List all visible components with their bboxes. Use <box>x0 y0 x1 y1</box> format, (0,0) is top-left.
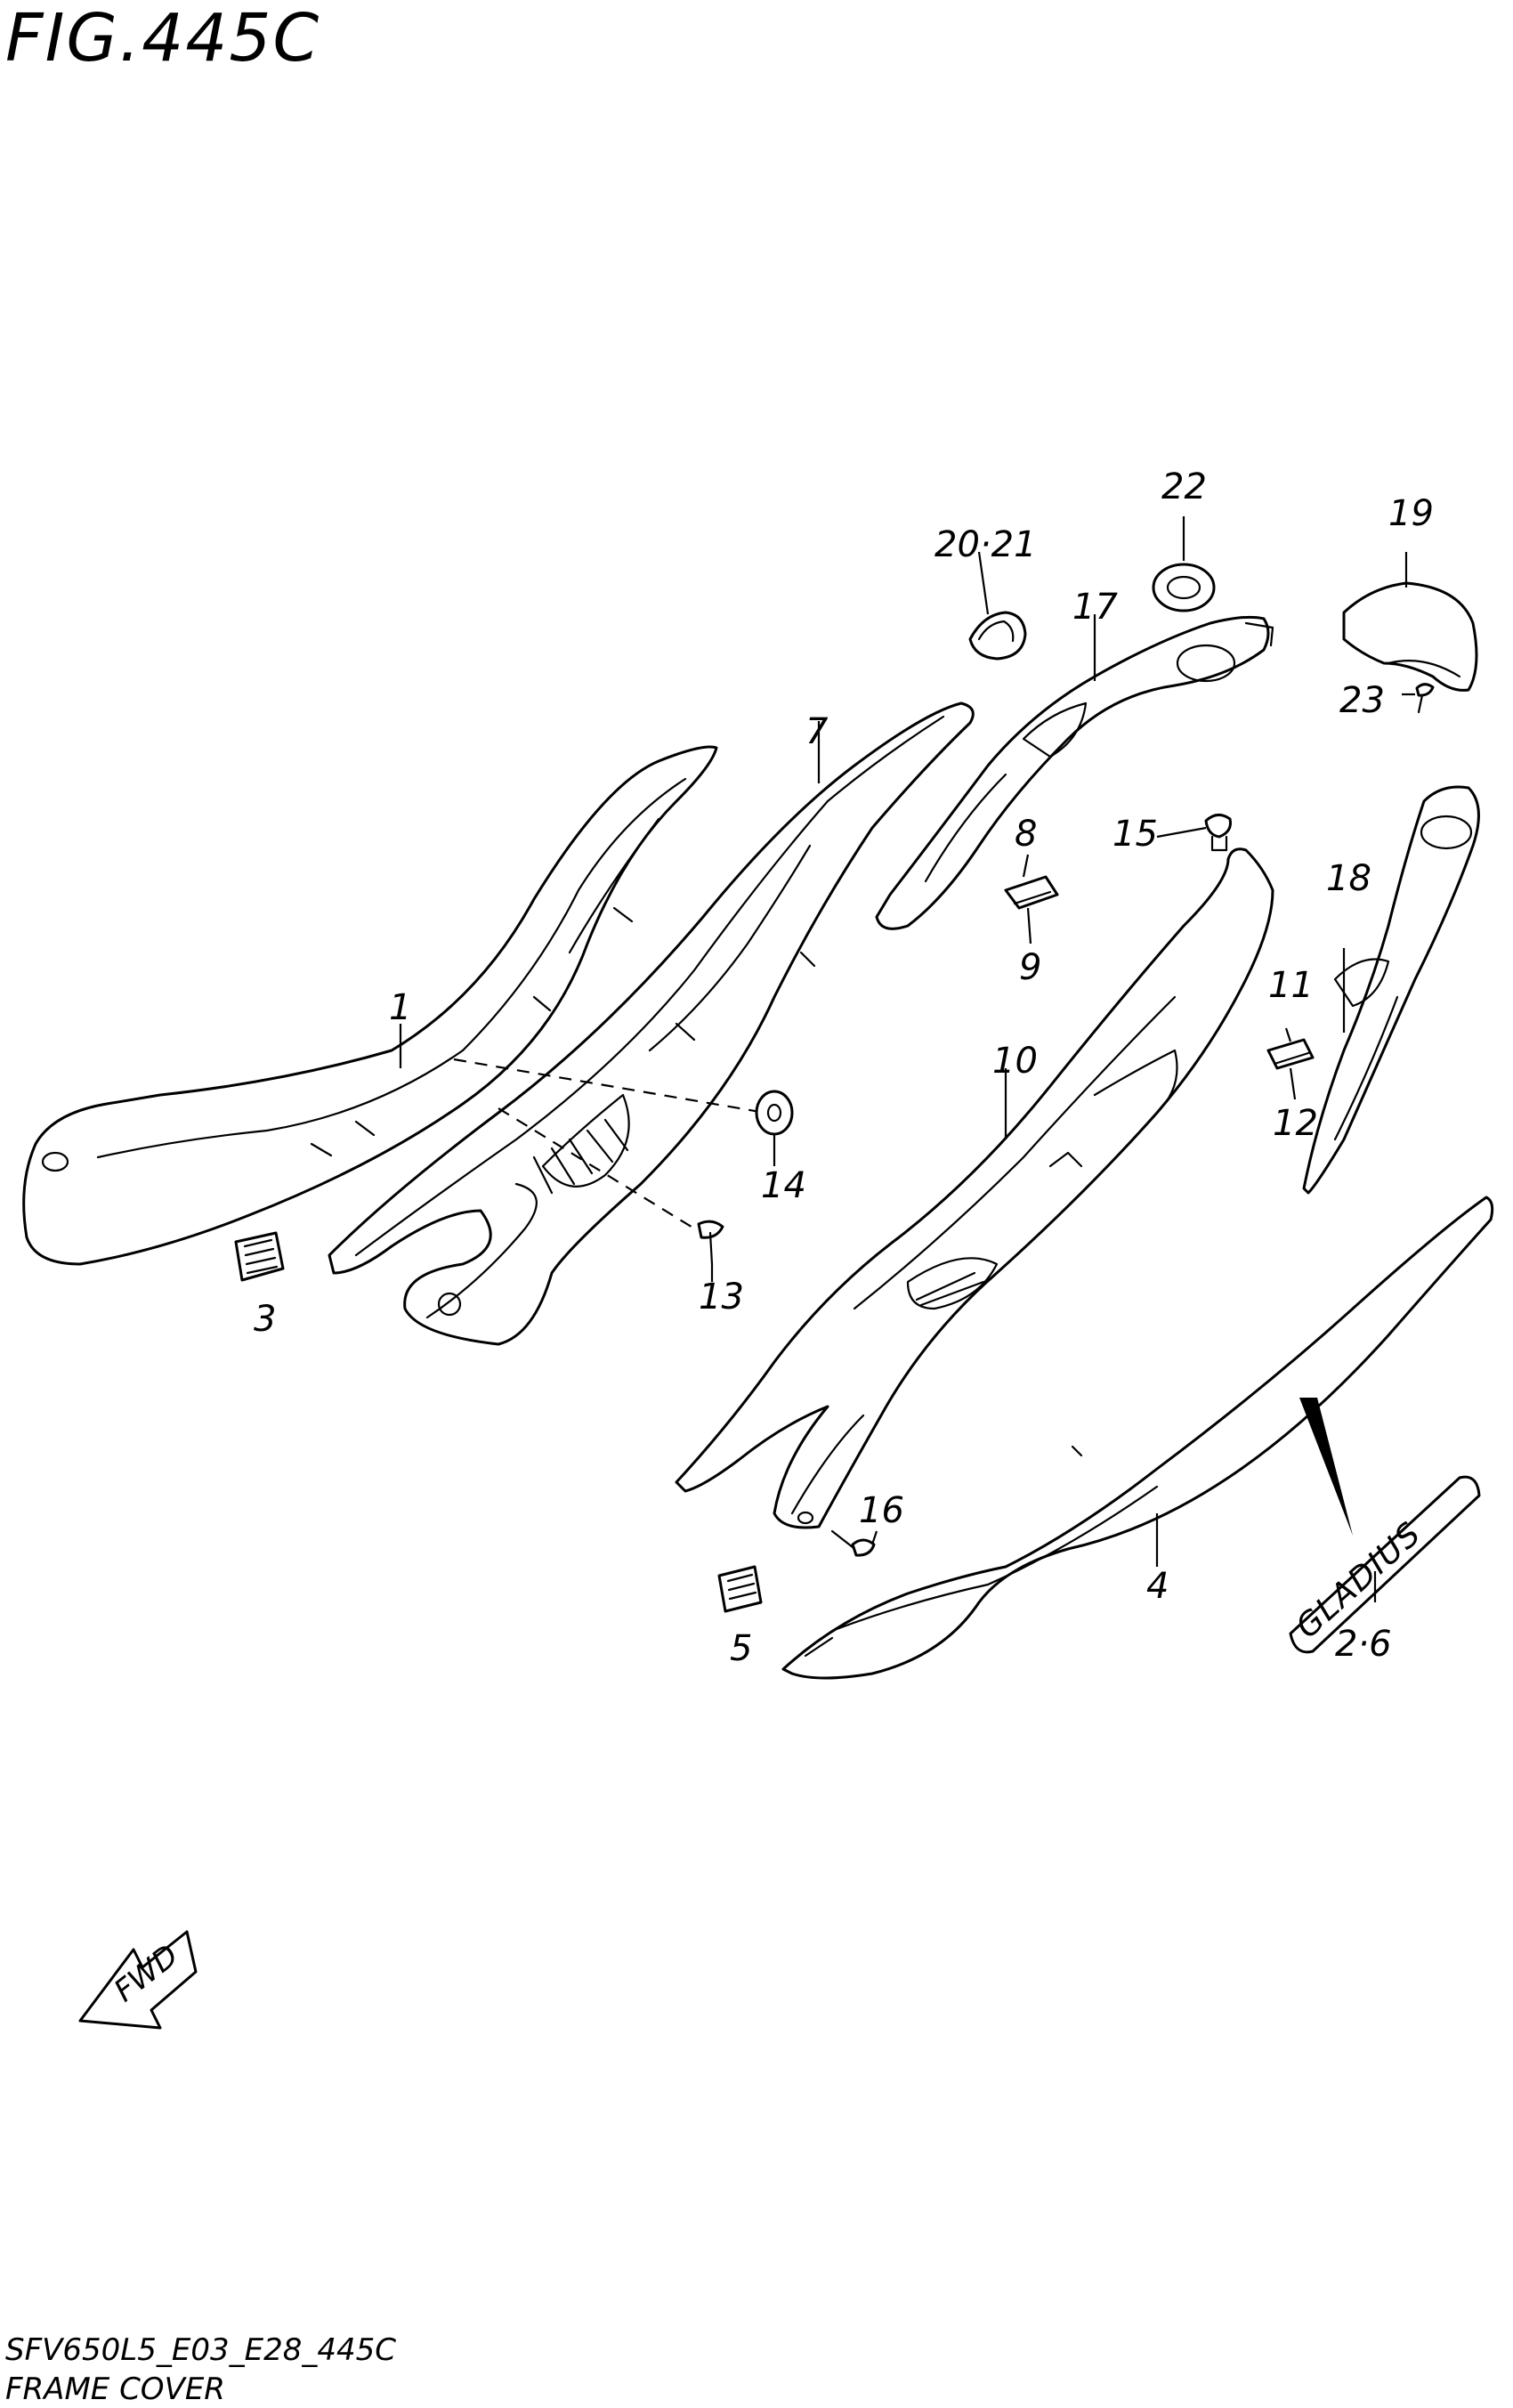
callout-13: 13 <box>699 1277 744 1318</box>
callout-14: 14 <box>761 1165 806 1206</box>
part-23-screw <box>1415 683 1435 714</box>
callout-5: 5 <box>730 1628 752 1669</box>
part-14-grommet <box>755 1090 794 1136</box>
part-8-9-cushion <box>1004 875 1059 910</box>
part-13-screw <box>697 1220 724 1266</box>
callout-3: 3 <box>254 1299 276 1340</box>
assembly-line-14 <box>453 1058 766 1115</box>
callout-10: 10 <box>992 1041 1038 1082</box>
callout-labels: 1 2·6 3 4 5 7 8 9 10 11 12 13 14 15 16 1… <box>254 466 1434 1669</box>
callout-9: 9 <box>1019 947 1041 988</box>
callout-20-21: 20·21 <box>934 524 1037 565</box>
callout-12: 12 <box>1273 1103 1318 1144</box>
callout-11: 11 <box>1268 965 1314 1006</box>
callout-15: 15 <box>1112 814 1158 855</box>
callout-2-6: 2·6 <box>1335 1624 1392 1665</box>
callout-16: 16 <box>859 1490 904 1531</box>
callout-8: 8 <box>1015 814 1037 855</box>
callout-4: 4 <box>1146 1566 1169 1607</box>
part-10-frame-cover-right <box>675 847 1274 1529</box>
part-22-ring-grommet <box>1152 563 1216 612</box>
callout-7: 7 <box>805 711 829 752</box>
part-20-21-cap <box>968 611 1027 661</box>
part-19-tail-cap <box>1342 581 1478 692</box>
figure-code: SFV650L5_E03_E28_445C <box>5 2332 396 2368</box>
callout-22: 22 <box>1161 466 1207 507</box>
part-17-rear-upper-cover <box>875 615 1274 930</box>
part-4-lower-side-cover <box>781 1196 1494 1680</box>
callout-18: 18 <box>1326 858 1371 899</box>
callout-17: 17 <box>1072 587 1118 628</box>
part-5-label <box>717 1565 763 1613</box>
emblem-pointer <box>1299 1398 1353 1536</box>
callout-23: 23 <box>1339 680 1385 721</box>
part-7-frame-cover-left <box>328 701 975 1346</box>
assembly-line-13 <box>498 1107 695 1229</box>
figure-title: FIG.445C <box>5 0 321 77</box>
part-11-12-cushion <box>1266 1038 1315 1070</box>
fwd-direction-arrow: FWD <box>78 1930 198 2030</box>
callout-1: 1 <box>389 987 411 1028</box>
callout-19: 19 <box>1388 493 1434 534</box>
part-1-frame-cover-left-front <box>22 745 718 1266</box>
part-15-push-rivet <box>1204 814 1232 852</box>
part-16-screw <box>830 1529 876 1557</box>
callout-leaders <box>399 516 1415 1602</box>
part-18-rear-side-cover <box>1302 785 1480 1195</box>
figure-name: FRAME COVER <box>5 2372 225 2407</box>
part-3-label <box>234 1231 285 1282</box>
